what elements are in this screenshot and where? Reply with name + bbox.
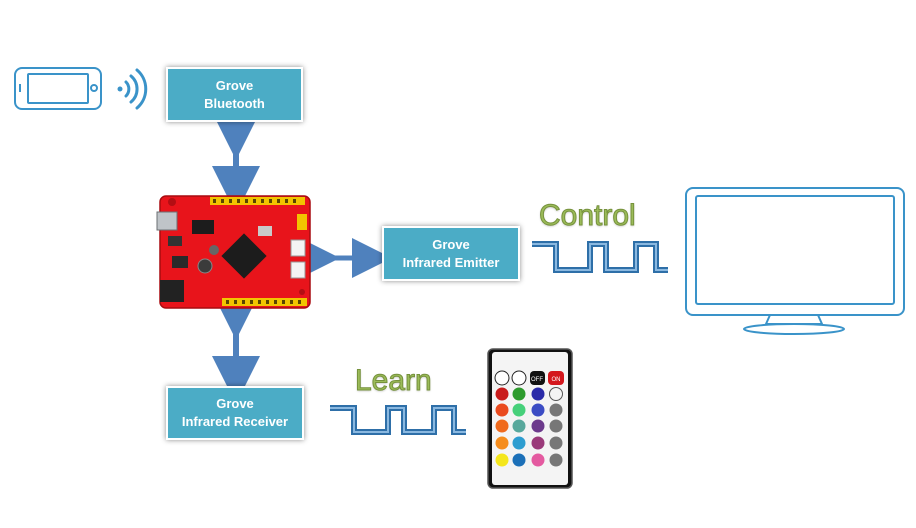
control-label: Control [539, 199, 637, 233]
learn-label: Learn [355, 364, 433, 398]
remote-on-label: ON [552, 377, 561, 383]
grove-bluetooth-line2: Bluetooth [204, 95, 265, 111]
ir-remote-icon [487, 348, 573, 489]
grove-emitter-line2: Infrared Emitter [402, 254, 500, 270]
grove-receiver-line1: Grove [216, 396, 254, 411]
learn-signal-wave [330, 405, 466, 435]
grove-infrared-emitter-box: Grove Infrared Emitter [384, 228, 518, 279]
wireless-signal-icon [117, 68, 148, 110]
grove-bluetooth-box: Grove Bluetooth [168, 69, 301, 120]
grove-receiver-line2: Infrared Receiver [181, 414, 289, 429]
remote-off-label: OFF [531, 377, 543, 383]
grove-emitter-line1: Grove [432, 236, 470, 252]
smartphone-icon [14, 67, 102, 110]
control-signal-wave [532, 241, 668, 273]
television-icon [685, 187, 905, 335]
grove-infrared-receiver-box: Grove Infrared Receiver [168, 388, 302, 438]
microcontroller-board [156, 195, 311, 309]
grove-bluetooth-line1: Grove [215, 77, 254, 93]
